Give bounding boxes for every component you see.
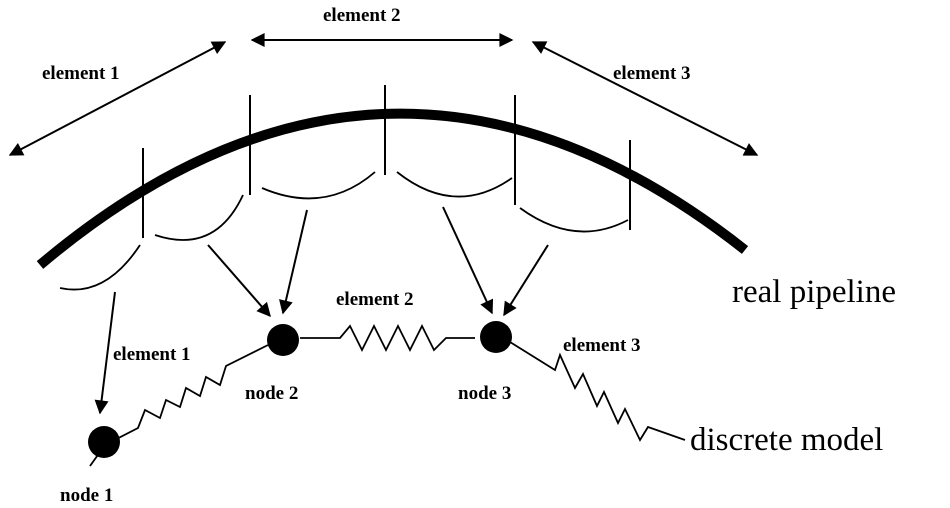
mapping-arrow	[207, 244, 271, 318]
node-2-label: node 2	[245, 383, 298, 404]
top-element-3-label: element 3	[613, 63, 691, 84]
nodes	[88, 321, 512, 458]
element-3-span-arrow	[531, 41, 759, 156]
mapping-arrow	[442, 206, 494, 315]
top-element-1-label: element 1	[42, 63, 120, 84]
segment-curve	[396, 171, 513, 198]
model-element-1-label: element 1	[113, 344, 191, 365]
discrete-springs	[89, 323, 686, 467]
real-pipeline-caption: real pipeline	[732, 274, 896, 310]
lumped-segment-curves	[59, 171, 629, 291]
mapping-arrow	[94, 291, 116, 415]
segment-curve	[59, 244, 141, 291]
span-arrows	[8, 33, 759, 156]
node-1-dot	[88, 426, 120, 458]
real-pipeline-arc	[36, 108, 749, 269]
segment-curve	[519, 207, 629, 233]
discrete-model-caption: discrete model	[690, 422, 883, 458]
top-element-2-label: element 2	[323, 5, 401, 26]
spring-element-2	[300, 323, 475, 353]
mapping-arrow	[503, 244, 549, 317]
segment-curve	[261, 171, 376, 200]
element-1-span-arrow	[8, 41, 227, 156]
node-3-dot	[480, 321, 512, 353]
mapping-arrows	[94, 206, 549, 415]
node-2-dot	[267, 324, 299, 356]
model-element-3-label: element 3	[563, 335, 641, 356]
mapping-arrow	[279, 209, 308, 315]
spring-element-3	[509, 341, 686, 442]
model-element-2-label: element 2	[336, 289, 414, 310]
spring-element-1	[89, 344, 269, 467]
segment-dividers	[142, 85, 631, 238]
node-1-label: node 1	[60, 485, 113, 506]
segment-curve	[154, 194, 244, 241]
node-3-label: node 3	[458, 383, 511, 404]
